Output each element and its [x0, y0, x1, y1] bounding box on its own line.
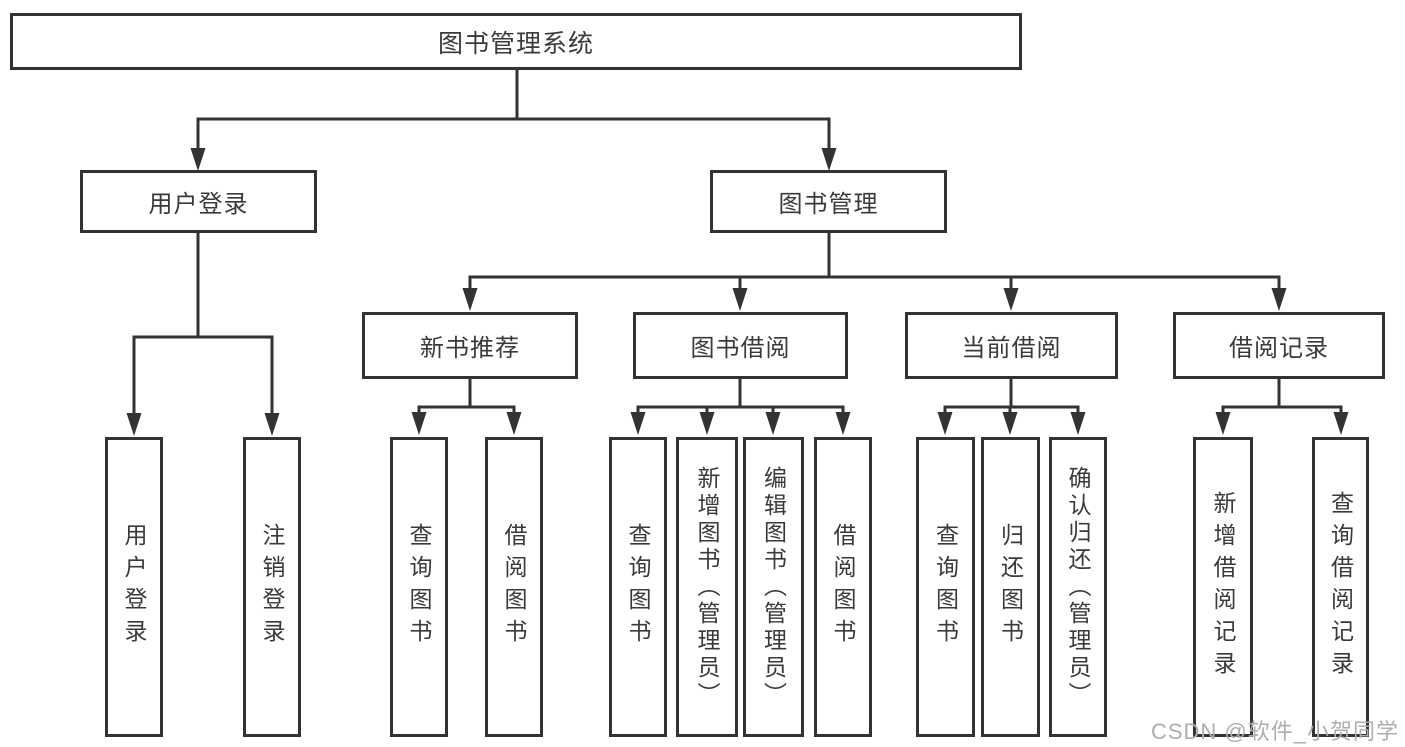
leaf-label: 确认归还（管理员）	[1065, 465, 1091, 709]
leaf-label: 用户登录	[121, 523, 147, 651]
node-current-borrow: 当前借阅	[905, 312, 1118, 379]
node-label: 新书推荐	[420, 335, 520, 362]
node-label: 用户登录	[148, 191, 249, 218]
node-label: 借阅记录	[1229, 335, 1329, 362]
leaf-label: 注销登录	[259, 523, 285, 651]
leaf-label: 查询图书	[932, 523, 959, 651]
leaf-label: 查询图书	[625, 523, 651, 651]
node-user-login: 用户登录	[80, 170, 317, 233]
leaf-label: 借阅图书	[501, 523, 527, 651]
node-new-book-recommend: 新书推荐	[362, 312, 578, 379]
leaf-query-books: 查询图书	[609, 437, 667, 737]
node-label: 图书管理	[778, 191, 879, 218]
leaf-label: 查询图书	[406, 523, 432, 651]
leaf-add-borrow-record: 新增借阅记录	[1193, 437, 1253, 737]
leaf-user-login: 用户登录	[105, 437, 163, 737]
leaf-query-books: 查询图书	[390, 437, 448, 737]
node-label: 当前借阅	[961, 335, 1062, 362]
leaf-label: 归还图书	[997, 523, 1024, 651]
leaf-query-books: 查询图书	[916, 437, 975, 737]
leaf-edit-book-admin: 编辑图书（管理员）	[743, 437, 804, 737]
leaf-borrow-books: 借阅图书	[485, 437, 543, 737]
leaf-label: 新增借阅记录	[1210, 491, 1236, 683]
node-borrow-records: 借阅记录	[1173, 312, 1385, 379]
node-book-borrow: 图书借阅	[633, 312, 848, 379]
leaf-add-book-admin: 新增图书（管理员）	[676, 437, 738, 737]
leaf-logout: 注销登录	[243, 437, 301, 737]
node-library-management-system: 图书管理系统	[10, 13, 1022, 70]
leaf-label: 查询借阅记录	[1327, 491, 1354, 683]
leaf-confirm-return-admin: 确认归还（管理员）	[1049, 437, 1107, 737]
node-label: 图书管理系统	[437, 29, 594, 58]
leaf-label: 编辑图书（管理员）	[760, 465, 787, 709]
node-label: 图书借阅	[690, 335, 791, 362]
leaf-borrow-books: 借阅图书	[814, 437, 872, 737]
leaf-return-book: 归还图书	[981, 437, 1040, 737]
node-book-management: 图书管理	[710, 170, 947, 233]
csdn-watermark: CSDN @软件_小贺同学	[1150, 719, 1399, 744]
leaf-label: 新增图书（管理员）	[694, 465, 720, 709]
leaf-query-borrow-record: 查询借阅记录	[1312, 437, 1369, 737]
arrowheads	[126, 148, 1349, 436]
leaf-label: 借阅图书	[830, 523, 856, 651]
